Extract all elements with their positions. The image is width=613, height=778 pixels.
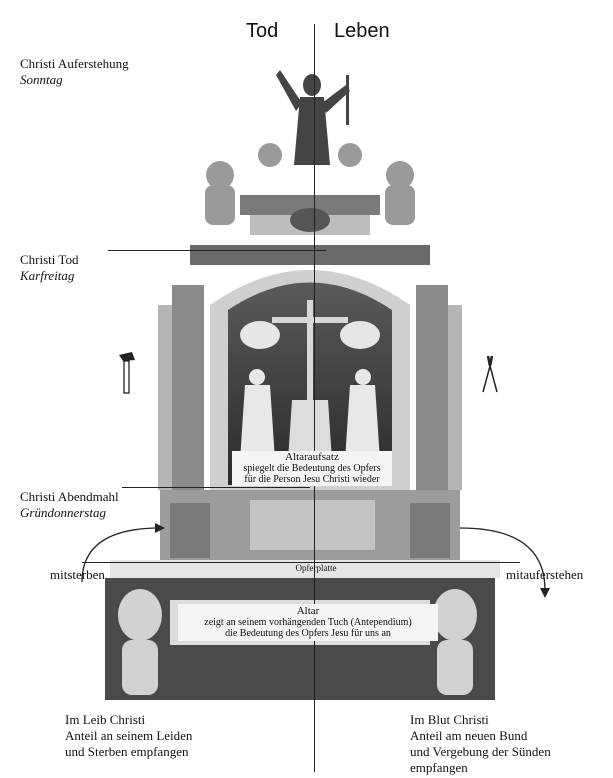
label-abendmahl: Christi Abendmahl Gründonnerstag	[20, 489, 119, 521]
label-mitsterben: mitsterben	[50, 567, 105, 582]
tod-title: Christi Tod	[20, 252, 79, 267]
arrow-mitauferstehen-icon	[459, 527, 550, 598]
tod-day: Karfreitag	[20, 268, 75, 283]
altaraufsatz-title: Altaraufsatz	[285, 451, 339, 463]
bottom-left-line2: Anteil an seinem Leiden	[65, 728, 193, 743]
guide-line-abendmahl	[122, 487, 310, 488]
altar-title: Altar	[296, 605, 320, 617]
bottom-right-line1: Im Blut Christi	[410, 712, 489, 727]
bottom-right-text: Im Blut Christi Anteil am neuen Bund und…	[410, 712, 551, 776]
altar-caption: Altar zeigt an seinem vorhängenden Tuch …	[178, 604, 438, 641]
abendmahl-title: Christi Abendmahl	[20, 489, 119, 504]
label-tod: Christi Tod Karfreitag	[20, 252, 78, 284]
guide-line-tod	[108, 250, 326, 251]
bottom-right-line4: empfangen	[410, 760, 468, 775]
altaraufsatz-line1: spiegelt die Bedeutung des Opfers	[243, 463, 381, 474]
center-divider	[314, 24, 315, 772]
arrow-mitsterben-icon	[81, 523, 165, 583]
altaraufsatz-caption: Altaraufsatz spiegelt die Bedeutung des …	[232, 451, 392, 486]
hammer-icon	[119, 352, 135, 394]
resurrection-figure	[276, 70, 350, 165]
label-mitauferstehen: mitauferstehen	[506, 567, 584, 582]
auferstehung-day: Sonntag	[20, 72, 63, 87]
opferplatte-label: Opferplatte	[295, 563, 337, 573]
bottom-right-line3: und Vergebung der Sünden	[410, 744, 551, 759]
altar-line1: zeigt an seinem vorhängenden Tuch (Antep…	[204, 617, 412, 628]
altar-illustration	[105, 70, 500, 700]
header-tod: Tod	[246, 20, 279, 42]
guide-line-opferplatte	[82, 562, 520, 563]
header-leben: Leben	[334, 20, 390, 42]
pliers-icon	[482, 355, 498, 393]
label-auferstehung: Christi Auferstehung Sonntag	[20, 56, 129, 88]
altar-line2: die Bedeutung des Opfers Jesu für uns an	[225, 628, 391, 639]
altaraufsatz-line2: für die Person Jesu Christi wieder	[244, 474, 380, 485]
auferstehung-title: Christi Auferstehung	[20, 56, 129, 71]
abendmahl-day: Gründonnerstag	[20, 505, 106, 520]
bottom-right-line2: Anteil am neuen Bund	[410, 728, 528, 743]
bottom-left-text: Im Leib Christi Anteil an seinem Leiden …	[65, 712, 192, 760]
bottom-left-line1: Im Leib Christi	[65, 712, 146, 727]
bottom-left-line3: und Sterben empfangen	[65, 744, 189, 759]
